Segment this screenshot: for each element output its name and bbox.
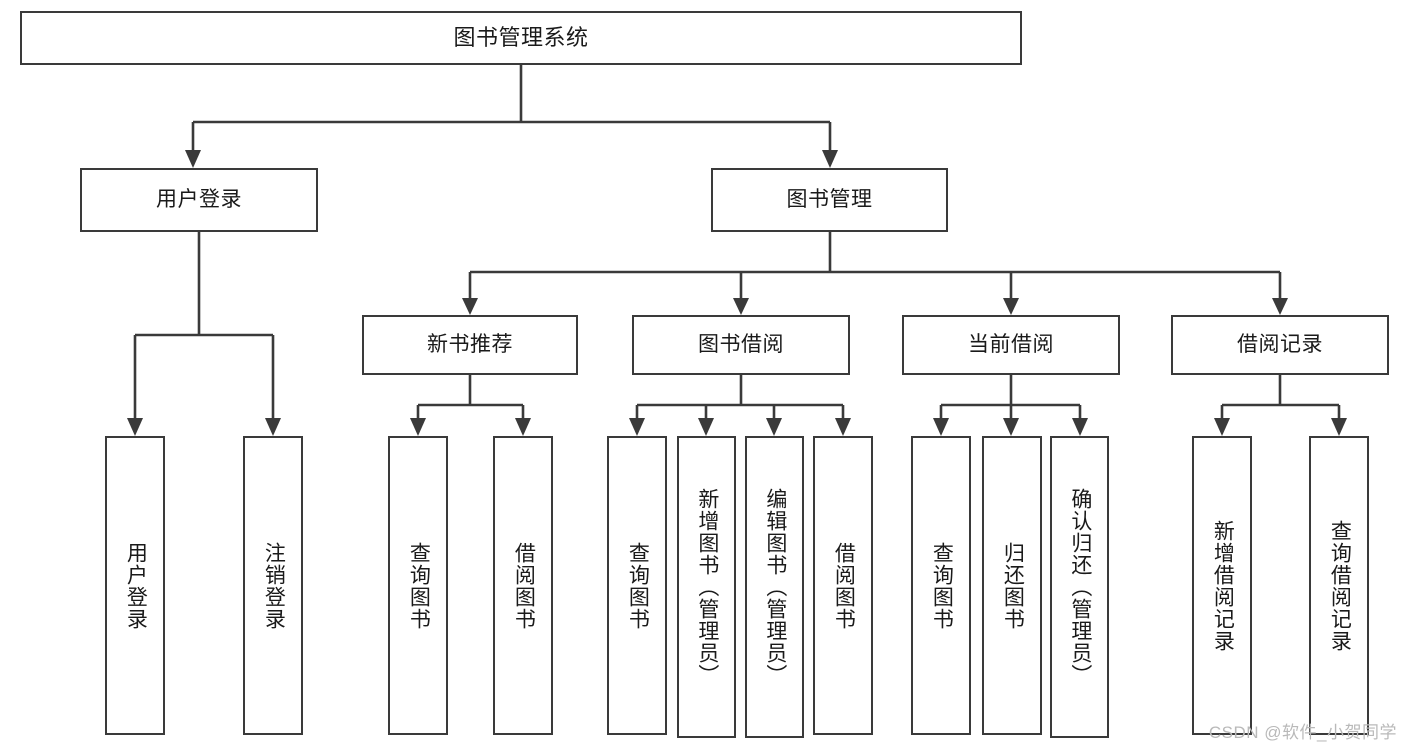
node-current-borrow[interactable]: 当前借阅 [902,315,1120,375]
node-leaf-borrow-record-add[interactable]: 新增借阅记录 [1192,436,1252,735]
node-book-borrow[interactable]: 图书借阅 [632,315,850,375]
node-leaf-book-borrow-edit[interactable]: 编辑图书（管理员） [745,436,804,738]
node-book-management-label: 图书管理 [786,187,873,211]
node-leaf-current-borrow-return[interactable]: 归还图书 [982,436,1042,735]
node-leaf-current-borrow-query[interactable]: 查询图书 [911,436,971,735]
arrowhead-borrowrecord-leaf1 [1214,418,1230,436]
node-leaf-book-borrow-borrow-label: 借阅图书 [832,541,856,630]
arrowhead-root-to-userlogin [185,150,201,168]
node-leaf-borrow-record-query-label: 查询借阅记录 [1328,519,1352,652]
arrowhead-currentborrow-leaf3 [1072,418,1088,436]
arrowhead-bookmgmt-to-newbook [462,298,478,315]
node-leaf-user-login-login-label: 用户登录 [124,541,148,630]
node-book-management[interactable]: 图书管理 [711,168,948,232]
node-root-system-label: 图书管理系统 [453,25,589,51]
node-leaf-current-borrow-query-label: 查询图书 [930,541,954,630]
arrowhead-userlogin-leaf2 [265,418,281,436]
node-root-system[interactable]: 图书管理系统 [20,11,1022,65]
node-book-borrow-label: 图书借阅 [698,332,784,356]
arrowhead-root-to-bookmgmt [822,150,838,168]
node-leaf-user-login-logout[interactable]: 注销登录 [243,436,303,735]
arrowhead-newbook-leaf2 [515,418,531,436]
arrowhead-currentborrow-leaf1 [933,418,949,436]
node-leaf-current-borrow-return-label: 归还图书 [1001,541,1025,630]
node-leaf-new-book-query-label: 查询图书 [407,541,431,630]
arrowhead-newbook-leaf1 [410,418,426,436]
arrowhead-bookmgmt-to-borrowrecord [1272,298,1288,315]
node-leaf-user-login-login[interactable]: 用户登录 [105,436,165,735]
node-leaf-book-borrow-add[interactable]: 新增图书（管理员） [677,436,736,738]
node-leaf-new-book-borrow-label: 借阅图书 [512,541,536,630]
node-new-book-recommend-label: 新书推荐 [427,332,513,356]
node-user-login-label: 用户登录 [156,187,242,211]
watermark: CSDN @软件_小贺同学 [1208,723,1397,742]
node-leaf-book-borrow-query-label: 查询图书 [626,541,650,630]
node-user-login[interactable]: 用户登录 [80,168,318,232]
node-borrow-record-label: 借阅记录 [1237,332,1323,356]
node-leaf-current-borrow-confirm[interactable]: 确认归还（管理员） [1050,436,1109,738]
arrowhead-borrowrecord-leaf2 [1331,418,1347,436]
arrowhead-bookmgmt-to-bookborrow [733,298,749,315]
node-leaf-book-borrow-query[interactable]: 查询图书 [607,436,667,735]
node-leaf-book-borrow-borrow[interactable]: 借阅图书 [813,436,873,735]
node-leaf-user-login-logout-label: 注销登录 [262,541,286,630]
arrowhead-userlogin-leaf1 [127,418,143,436]
arrowhead-bookborrow-leaf3 [766,418,782,436]
arrowhead-bookborrow-leaf2 [698,418,714,436]
arrowhead-bookborrow-leaf1 [629,418,645,436]
node-borrow-record[interactable]: 借阅记录 [1171,315,1389,375]
node-leaf-new-book-query[interactable]: 查询图书 [388,436,448,735]
arrowhead-currentborrow-leaf2 [1003,418,1019,436]
node-leaf-book-borrow-edit-label: 编辑图书（管理员） [763,488,787,686]
node-leaf-borrow-record-add-label: 新增借阅记录 [1211,519,1235,652]
arrowhead-bookmgmt-to-currentborrow [1003,298,1019,315]
node-new-book-recommend[interactable]: 新书推荐 [362,315,578,375]
node-current-borrow-label: 当前借阅 [968,332,1054,356]
node-leaf-current-borrow-confirm-label: 确认归还（管理员） [1068,488,1092,686]
node-leaf-new-book-borrow[interactable]: 借阅图书 [493,436,553,735]
node-leaf-book-borrow-add-label: 新增图书（管理员） [695,488,719,686]
node-leaf-borrow-record-query[interactable]: 查询借阅记录 [1309,436,1369,735]
arrowhead-bookborrow-leaf4 [835,418,851,436]
